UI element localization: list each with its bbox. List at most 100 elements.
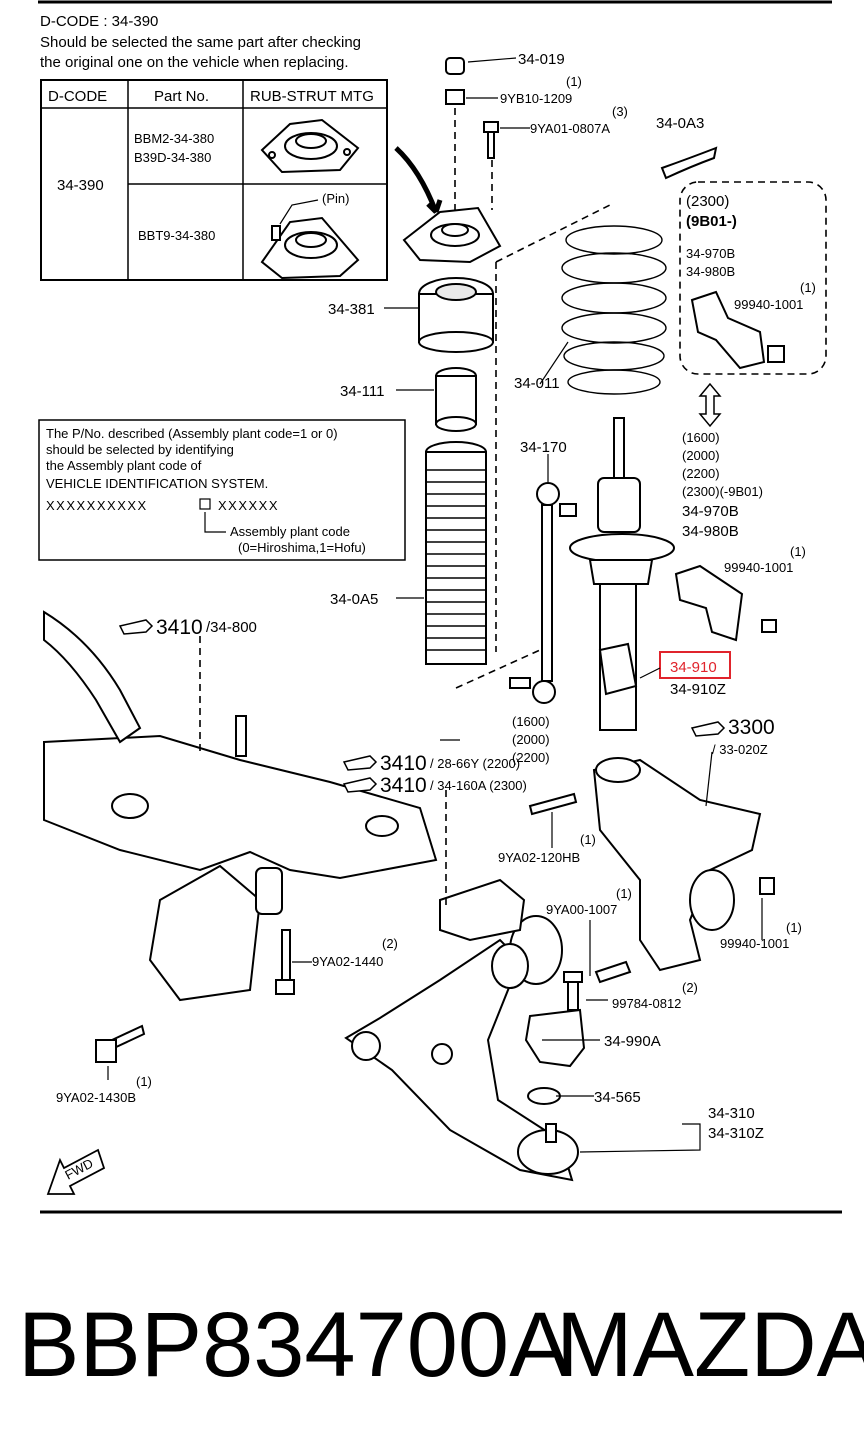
label-34-980b-b: 34-980B: [682, 523, 739, 540]
label-34-990a: 34-990A: [604, 1033, 661, 1050]
label-ref-3410-b-sub: / 28-66Y (2200): [430, 756, 520, 771]
label-qty-1-g: (1): [136, 1074, 152, 1089]
label-eng-2000-b: (2000): [512, 732, 550, 747]
label-34-310z: 34-310Z: [708, 1125, 764, 1142]
bracket-34-970b: [674, 564, 777, 642]
label-34-0a5: 34-0A5: [330, 591, 378, 608]
label-34-910: 34-910: [670, 659, 717, 676]
label-eng-2000: (2000): [682, 448, 720, 463]
plant-code-values: (0=Hiroshima,1=Hofu): [238, 540, 366, 555]
label-99940-1001-b: 99940-1001: [724, 560, 793, 575]
part-number-text: BBP834700A: [18, 1294, 571, 1396]
label-99940-1001-c: 99940-1001: [720, 936, 789, 951]
label-ref-3410-c-sub: / 34-160A (2300): [430, 778, 527, 793]
hand-pointer-icon-3410-a: [118, 619, 154, 635]
strut-group-frame: [455, 203, 613, 689]
label-34-910z: 34-910Z: [670, 681, 726, 698]
label-eng-2200-b: (2200): [512, 750, 550, 765]
footer-caption: BBP834700A MAZDA: [0, 1290, 864, 1410]
label-qty-1-b: (1): [800, 280, 816, 295]
label-ref-3410-a-sub: /34-800: [206, 619, 257, 636]
label-9ya02-1430b: 9YA02-1430B: [56, 1090, 136, 1105]
stabilizer-link-34-170: [509, 482, 577, 704]
table-arrow: [394, 146, 443, 214]
label-ref-3410-b: 3410: [380, 752, 427, 775]
bearing-34-381: [418, 277, 494, 353]
label-99784-0812: 99784-0812: [612, 996, 681, 1011]
note-line-1: Should be selected the same part after c…: [40, 34, 361, 51]
label-9yb10-1209: 9YB10-1209: [500, 91, 572, 106]
dcode-header: D-CODE : 34-390 Should be selected the s…: [40, 13, 361, 71]
plant-note-line1: The P/No. described (Assembly plant code…: [46, 426, 338, 441]
label-qty-3: (3): [612, 104, 628, 119]
pin-label: (Pin): [322, 191, 349, 206]
label-ref-3410-a: 3410: [156, 616, 203, 639]
leader-lines: [107, 57, 763, 1153]
label-99940-1001-a: 99940-1001: [734, 297, 803, 312]
plant-code-label: Assembly plant code: [230, 524, 350, 539]
strut-mount-drawing-b: (Pin): [260, 191, 360, 280]
top-cap-34-019: [445, 57, 465, 75]
label-9ya01-0807a: 9YA01-0807A: [530, 121, 610, 136]
plant-note-line2: should be selected by identifying: [46, 442, 234, 457]
fwd-arrow-icon: FWD: [46, 1148, 106, 1195]
hand-pointer-icon-3410-b: [342, 755, 378, 771]
label-34-111: 34-111: [340, 383, 384, 400]
label-34-565: 34-565: [594, 1089, 641, 1106]
label-34-310: 34-310: [708, 1105, 755, 1122]
col-dcode-header: D-CODE: [48, 88, 107, 105]
label-34-019: 34-019: [518, 51, 565, 68]
variant-box-2300: [679, 181, 827, 375]
dust-boot-34-0a5: [425, 441, 487, 665]
bolt-9ya02-1440: [275, 929, 295, 995]
label-9ya02-1440: 9YA02-1440: [312, 954, 383, 969]
col-partno-header: Part No.: [154, 88, 209, 105]
note-line-2: the original one on the vehicle when rep…: [40, 54, 349, 71]
ball-joint-34-990a: [517, 971, 586, 1175]
subframe-34-800: [43, 610, 438, 1002]
label-qty-1-c: (1): [790, 544, 806, 559]
label-ref-3300-sub: / 33-020Z: [712, 742, 768, 757]
bump-stop-34-111: [435, 367, 477, 432]
row1-part-b: B39D-34-380: [134, 150, 211, 165]
spring-seat-34-0a3: [660, 146, 718, 180]
row1-part-a: BBM2-34-380: [134, 131, 214, 146]
plant-note-box: The P/No. described (Assembly plant code…: [38, 419, 406, 561]
row2-part: BBT9-34-380: [138, 228, 215, 243]
strut-mount-drawing-a: [260, 118, 360, 174]
label-qty-1-a: (1): [566, 74, 582, 89]
highlight-box-34-910: [659, 651, 731, 679]
vin-right: XXXXXX: [218, 498, 279, 513]
knuckle-33-020z: [528, 757, 775, 984]
label-34-381: 34-381: [328, 301, 375, 318]
label-eng-1600-b: (1600): [512, 714, 550, 729]
label-eng-2300-9b01: (2300)(-9B01): [682, 484, 763, 499]
label-variant-9b01: (9B01-): [686, 213, 737, 230]
label-eng-2200: (2200): [682, 466, 720, 481]
label-34-011: 34-011: [514, 375, 560, 392]
label-34-970b-b: 34-970B: [682, 503, 739, 520]
label-qty-2-a: (2): [382, 936, 398, 951]
plant-note-line4: VEHICLE IDENTIFICATION SYSTEM.: [46, 476, 268, 491]
label-qty-1-f: (1): [786, 920, 802, 935]
plant-note-line3: the Assembly plant code of: [46, 458, 202, 473]
label-variant-2300: (2300): [686, 193, 729, 210]
bolt-9ya02-1430b: [95, 1024, 146, 1063]
col-rub-header: RUB-STRUT MTG: [250, 88, 374, 105]
hand-pointer-icon-3300: [690, 721, 726, 737]
vin-left: XXXXXXXXXX: [46, 498, 148, 513]
label-9ya02-120hb: 9YA02-120HB: [498, 850, 580, 865]
label-34-980b-a: 34-980B: [686, 264, 735, 279]
coil-spring-34-011: [561, 225, 667, 395]
label-9ya00-1007: 9YA00-1007: [546, 902, 617, 917]
label-eng-1600: (1600): [682, 430, 720, 445]
dcode-value: 34-390: [57, 177, 104, 194]
label-34-0a3: 34-0A3: [656, 115, 704, 132]
part-labels: 34-019 (1) 9YB10-1209 (3) 9YA01-0807A 34…: [56, 51, 816, 1142]
lower-arm-34-310: [344, 878, 574, 1182]
dcode-line: D-CODE : 34-390: [40, 13, 158, 30]
strut-mount: [402, 206, 502, 264]
bolt-9ya01: [483, 121, 499, 159]
hand-pointer-icon-3410-c: [342, 777, 378, 793]
